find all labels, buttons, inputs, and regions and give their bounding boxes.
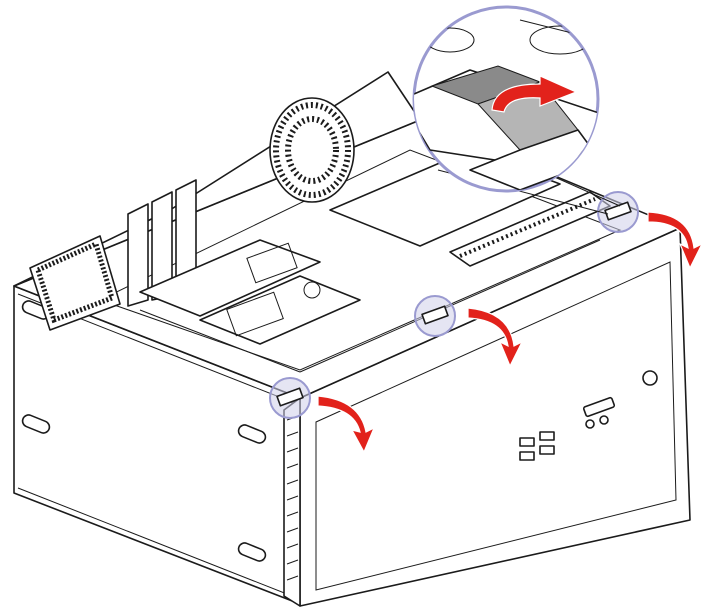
arrow-tab-bottom — [317, 395, 376, 454]
foot — [237, 542, 267, 562]
arrow-tab-top-right — [647, 211, 701, 270]
motherboard-tray — [139, 239, 361, 345]
power-button — [642, 370, 658, 386]
arrow-tab-middle — [467, 307, 524, 368]
rear-fan — [269, 97, 355, 203]
rotation-arrows — [317, 211, 701, 454]
drive-cage — [29, 235, 121, 331]
detail-magnifier — [412, 5, 621, 215]
foot — [21, 414, 51, 434]
audio-jack — [599, 415, 609, 425]
arrow-detail-rotation — [491, 75, 578, 113]
audio-jack — [585, 419, 595, 429]
expansion-slots — [127, 179, 197, 307]
bezel-tab — [421, 305, 449, 325]
usb-ports — [519, 431, 555, 461]
foot — [237, 424, 267, 444]
bezel-tab — [604, 201, 632, 221]
bezel-tab — [276, 387, 304, 407]
tab-callouts — [269, 191, 639, 419]
card-reader-slot — [582, 396, 616, 418]
